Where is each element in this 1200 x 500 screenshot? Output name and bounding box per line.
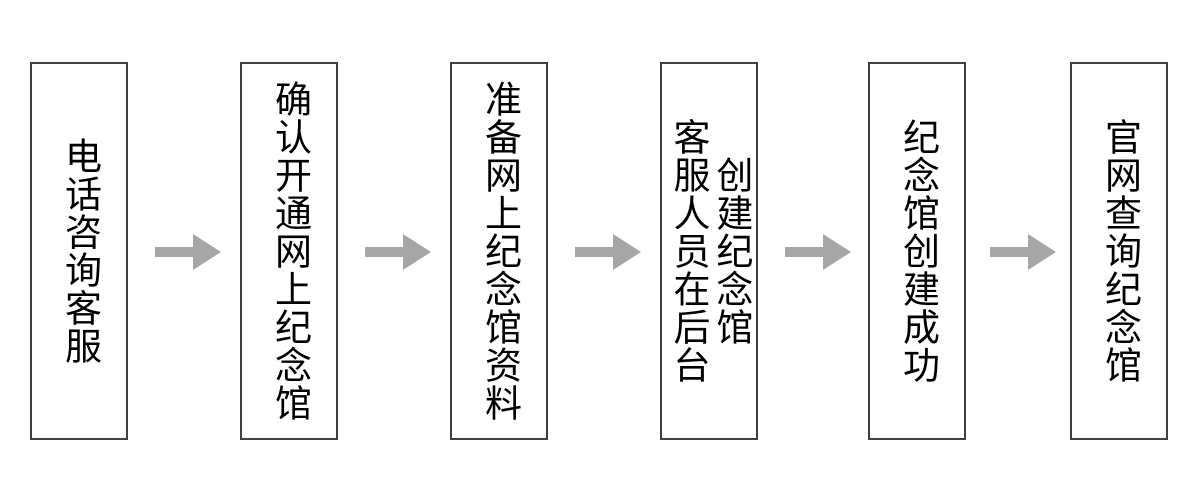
arrow-right-icon [990,234,1056,270]
flow-node-label-column-1: 客服人员在后台 [667,118,710,384]
flow-node-prepare-memorial-materials[interactable]: 准备网上纪念馆资料 [450,62,548,440]
flow-node-label-column: 电话咨询客服 [58,137,102,365]
flow-node-confirm-open-memorial[interactable]: 确认开通网上纪念馆 [240,62,338,440]
arrow-right-icon [365,234,431,270]
arrow-node4-to-node5 [785,234,851,270]
arrow-right-icon [155,234,221,270]
arrow-right-icon [575,234,641,270]
flow-node-support-creates-memorial-backend[interactable]: 创建纪念馆 客服人员在后台 [660,62,758,440]
arrow-node1-to-node2 [155,234,221,270]
flow-node-memorial-created-success[interactable]: 纪念馆创建成功 [868,62,966,440]
flow-node-query-memorial-official-site[interactable]: 官网查询纪念馆 [1070,62,1168,440]
arrow-node2-to-node3 [365,234,431,270]
flow-node-label-column: 确认开通网上纪念馆 [268,80,312,422]
flow-node-label-column: 准备网上纪念馆资料 [478,80,522,422]
arrow-right-icon [785,234,851,270]
flow-node-label-column: 纪念馆创建成功 [896,118,940,384]
flow-node-phone-consult-support[interactable]: 电话咨询客服 [30,62,128,440]
flow-node-label-column-2: 创建纪念馆 [709,156,753,346]
flow-node-label-column: 官网查询纪念馆 [1098,118,1142,384]
arrow-node3-to-node4 [575,234,641,270]
arrow-node5-to-node6 [990,234,1056,270]
